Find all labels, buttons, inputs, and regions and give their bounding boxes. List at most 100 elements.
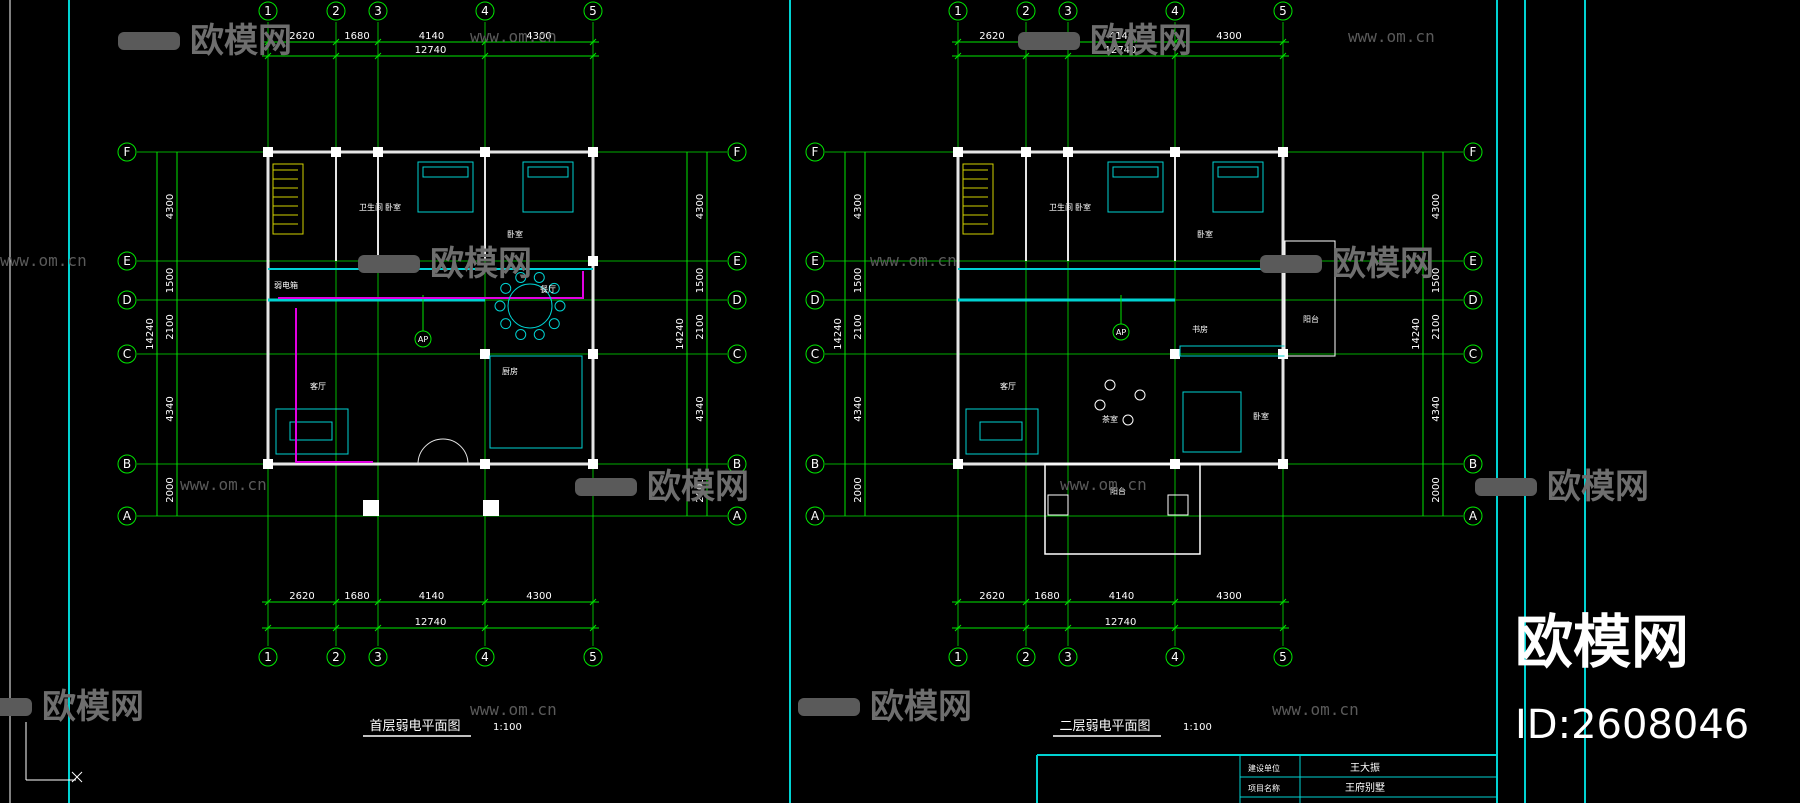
svg-text:欧模网: 欧模网 bbox=[1547, 467, 1649, 507]
ucs-icon bbox=[25, 722, 83, 783]
title-block: 建设单位 王大振 项目名称 王府别墅 bbox=[1239, 755, 1497, 803]
dimension-label: 4340 bbox=[165, 396, 176, 421]
plan-title: 首层弱电平面图 bbox=[369, 719, 460, 734]
dimension-label: 4300 bbox=[1216, 591, 1241, 602]
axis-label-row: A bbox=[123, 509, 132, 523]
tea-seat bbox=[1122, 414, 1134, 426]
dimension-label: 2100 bbox=[853, 314, 864, 339]
dimension-label: 2100 bbox=[165, 314, 176, 339]
room-label-dining: 餐厅 bbox=[540, 285, 556, 294]
watermark-logo: 欧模网 bbox=[1260, 244, 1434, 284]
network-cable bbox=[278, 271, 584, 299]
axis-bubble bbox=[117, 506, 137, 526]
watermark-url: www.om.cn bbox=[1060, 475, 1147, 494]
axis-bubble bbox=[727, 290, 747, 310]
axis-label-col: 5 bbox=[1279, 650, 1287, 664]
structural-column bbox=[588, 349, 598, 359]
room-label-kitchen: 厨房 bbox=[502, 366, 518, 376]
dimension-label: 1500 bbox=[165, 268, 176, 293]
dimension-label: 2000 bbox=[695, 477, 706, 502]
structural-column bbox=[953, 459, 963, 469]
structural-column bbox=[1278, 147, 1288, 157]
dining-chair bbox=[548, 282, 560, 294]
bookshelf bbox=[1179, 345, 1286, 357]
dimension-tick bbox=[374, 624, 382, 632]
sofa bbox=[275, 408, 349, 455]
dimension-tick bbox=[1064, 624, 1072, 632]
watermark-logo: 欧模网 bbox=[1475, 467, 1649, 507]
dimension-tick bbox=[481, 598, 489, 606]
sofa bbox=[965, 408, 1039, 455]
room-label-tea: 茶室 bbox=[1102, 414, 1118, 424]
axis-label-col: 1 bbox=[954, 650, 962, 664]
structural-column bbox=[1170, 147, 1180, 157]
plan-scale: 1:100 bbox=[493, 722, 522, 733]
stair bbox=[962, 163, 994, 235]
axis-label-col: 3 bbox=[1064, 4, 1072, 18]
drawing-frame bbox=[68, 0, 1586, 803]
watermark-logo: 欧模网 bbox=[1018, 21, 1192, 61]
axis-bubble bbox=[258, 1, 278, 21]
structural-column bbox=[373, 147, 383, 157]
watermark-url: www.om.cn bbox=[470, 700, 557, 719]
dimension-tick bbox=[589, 624, 597, 632]
axis-label-col: 4 bbox=[481, 4, 489, 18]
axis-label-col: 5 bbox=[589, 650, 597, 664]
axis-bubble bbox=[1016, 647, 1036, 667]
axis-bubble bbox=[326, 1, 346, 21]
bed bbox=[1182, 391, 1242, 453]
dimension-tick bbox=[1171, 38, 1179, 46]
room-label-study: 书房 bbox=[1192, 324, 1208, 334]
dimension-label: 1680 bbox=[344, 31, 369, 42]
axis-label-row: B bbox=[811, 457, 819, 471]
dimension-label: 2100 bbox=[695, 314, 706, 339]
plan-title: 二层弱电平面图 bbox=[1059, 719, 1150, 734]
dimension-tick bbox=[589, 38, 597, 46]
axis-label-col: 3 bbox=[374, 4, 382, 18]
dimension-tick bbox=[332, 624, 340, 632]
axis-label-col: 2 bbox=[1022, 4, 1030, 18]
dimension-label: 4140 bbox=[419, 591, 444, 602]
watermark-logo: 欧模网 bbox=[0, 687, 144, 727]
dining-chair bbox=[533, 271, 545, 283]
dimension-tick bbox=[1279, 38, 1287, 46]
dimension-tick bbox=[374, 38, 382, 46]
dining-chair bbox=[500, 282, 512, 294]
dimension-total: 14240 bbox=[1411, 318, 1422, 350]
dimension-tick bbox=[332, 598, 340, 606]
axis-label-row: A bbox=[733, 509, 742, 523]
svg-text:欧模网: 欧模网 bbox=[647, 467, 749, 507]
dimension-tick bbox=[1279, 598, 1287, 606]
structural-column bbox=[1021, 147, 1031, 157]
dimension-label: 4140 bbox=[1109, 31, 1134, 42]
dimension-label: 4300 bbox=[853, 194, 864, 219]
balcony-column bbox=[1047, 494, 1069, 516]
axis-label-row: A bbox=[1469, 509, 1478, 523]
axis-label-col: 2 bbox=[332, 4, 340, 18]
porch-column bbox=[483, 500, 499, 516]
watermark-url: www.om.cn bbox=[1348, 27, 1435, 46]
axis-label-row: E bbox=[1469, 254, 1477, 268]
tea-seat bbox=[1094, 399, 1106, 411]
dimension-label: 4300 bbox=[695, 194, 706, 219]
axis-label-row: D bbox=[1468, 293, 1477, 307]
bed bbox=[1107, 161, 1164, 213]
axis-label-row: F bbox=[124, 145, 131, 159]
dimension-tick bbox=[481, 624, 489, 632]
terrace bbox=[1284, 240, 1336, 357]
bed bbox=[1212, 161, 1264, 213]
svg-text:欧模网: 欧模网 bbox=[42, 687, 144, 727]
axis-label-row: B bbox=[733, 457, 741, 471]
dining-chair bbox=[533, 329, 545, 341]
porch-column bbox=[363, 500, 379, 516]
dimension-tick bbox=[1064, 52, 1072, 60]
dimension-label: 4340 bbox=[853, 396, 864, 421]
svg-text:欧模网: 欧模网 bbox=[430, 244, 532, 284]
watermark-id: ID:2608046 bbox=[1515, 702, 1749, 748]
axis-bubble bbox=[583, 1, 603, 21]
dimension-label: 4300 bbox=[1431, 194, 1442, 219]
dimension-total: 12740 bbox=[1105, 617, 1137, 628]
structural-column bbox=[1063, 147, 1073, 157]
axis-label-row: D bbox=[122, 293, 131, 307]
dimension-tick bbox=[1171, 624, 1179, 632]
